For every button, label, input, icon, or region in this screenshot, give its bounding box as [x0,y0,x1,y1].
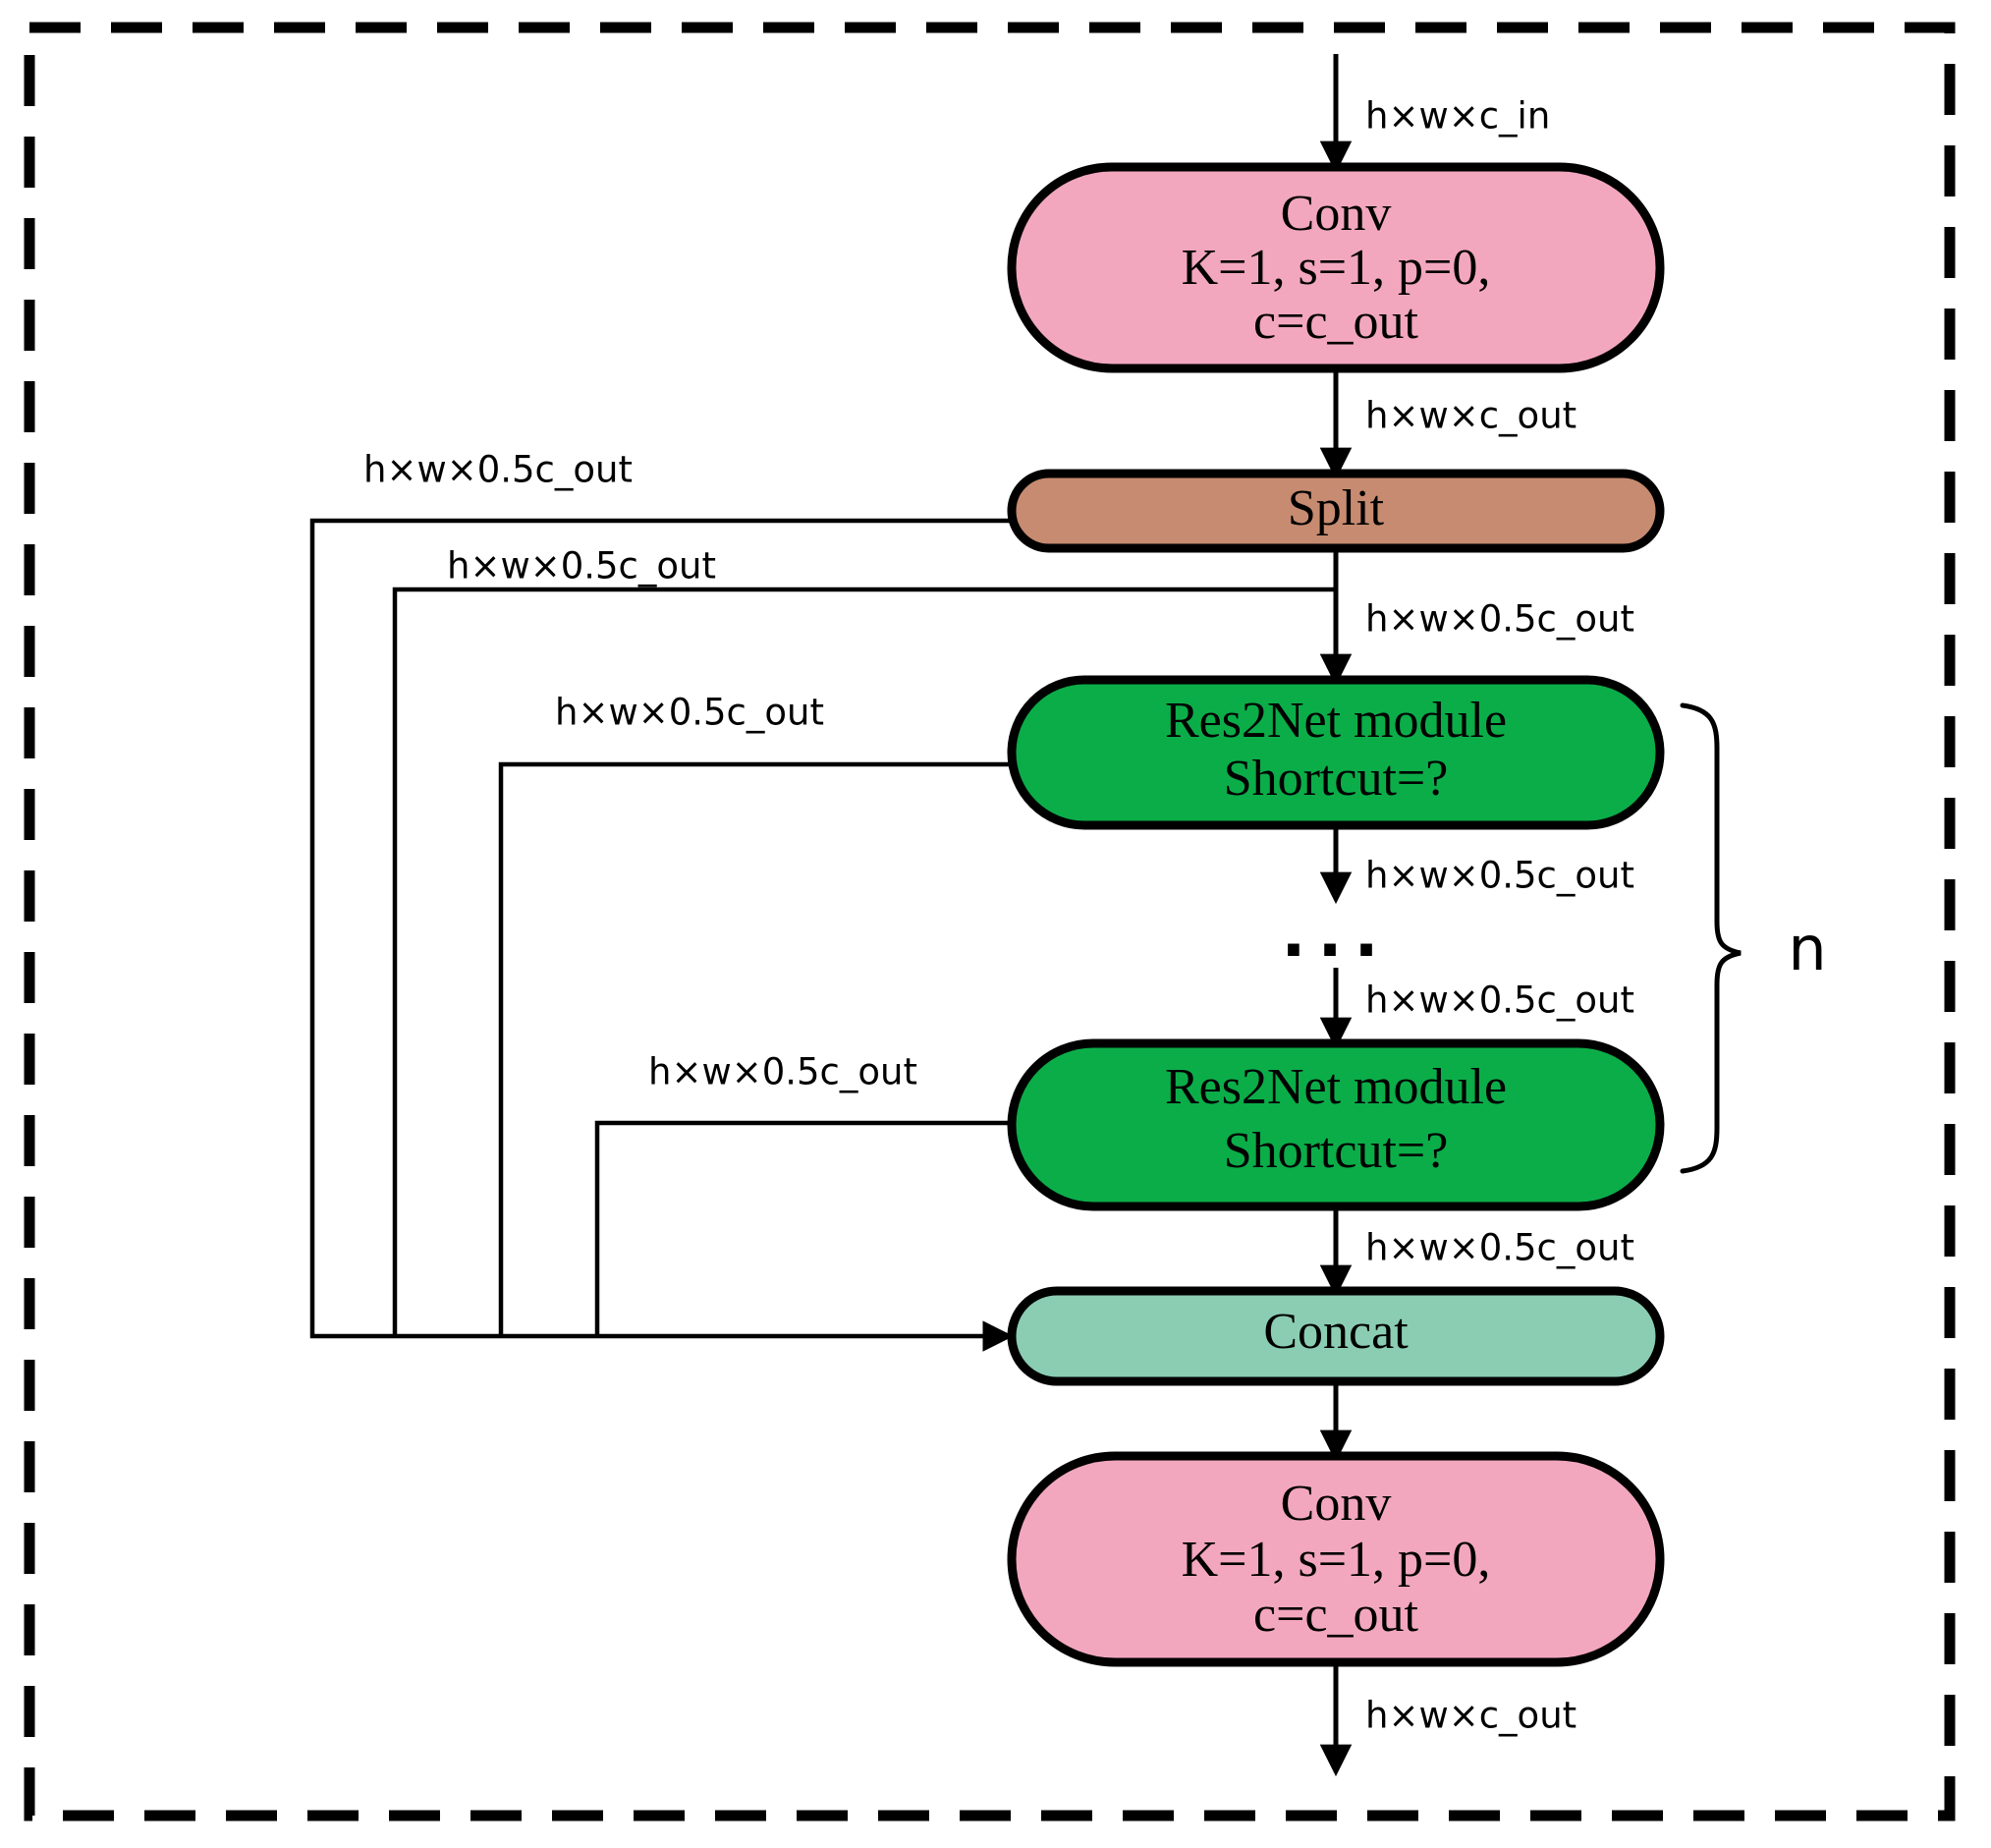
node-conv-bottom-line1: Conv [1281,1476,1392,1532]
repeat-count-label: n [1788,913,1826,984]
node-split-shape [1007,469,1665,553]
edge-label-skip-res2net-last: h×w×0.5c_out [648,1051,917,1093]
skip-connection-split-outer [309,518,1014,1352]
edge-label-conv-to-split: h×w×c_out [1365,395,1576,437]
node-conv-top-shape [1007,162,1665,373]
node-conv-top-line1: Conv [1281,186,1392,242]
skip-connection-res2net-last [594,1120,1012,1336]
ellipsis-label: ... [1281,896,1390,972]
node-res2net-last-line2: Shortcut=? [1224,1123,1449,1179]
node-split[interactable]: Split [1007,469,1665,553]
node-res2net-last-shape [1007,1038,1665,1211]
skip-connection-res2net-first [498,761,1012,1336]
node-concat-shape [1007,1286,1665,1386]
node-conv-top[interactable]: Conv K=1, s=1, p=0, c=c_out [1007,162,1665,373]
node-split-label: Split [1288,480,1385,536]
edge-label-dots-to-res2net: h×w×0.5c_out [1365,980,1634,1022]
node-concat[interactable]: Concat [1007,1286,1665,1386]
node-res2net-first[interactable]: Res2Net module Shortcut=? [1007,675,1665,830]
node-res2net-last-line1: Res2Net module [1165,1059,1507,1115]
edge-label-input: h×w×c_in [1365,95,1550,138]
edge-label-skip-split-outer: h×w×0.5c_out [363,449,633,491]
node-res2net-last[interactable]: Res2Net module Shortcut=? [1007,1038,1665,1211]
node-concat-label: Concat [1263,1304,1409,1360]
edge-label-split-to-res2net: h×w×0.5c_out [1365,598,1634,641]
outer-dashed-border [24,22,1956,1821]
edge-label-skip-res2net-first: h×w×0.5c_out [555,692,824,734]
node-conv-bottom[interactable]: Conv K=1, s=1, p=0, c=c_out [1007,1451,1665,1667]
node-res2net-first-line2: Shortcut=? [1224,751,1449,807]
node-conv-bottom-shape [1007,1451,1665,1667]
node-conv-top-line2: K=1, s=1, p=0, [1182,240,1491,296]
edge-label-res2net-to-dots: h×w×0.5c_out [1365,855,1634,897]
edge-label-output: h×w×c_out [1365,1695,1576,1737]
edge-label-res2net-to-concat: h×w×0.5c_out [1365,1227,1634,1269]
edge-label-skip-split-inner: h×w×0.5c_out [447,545,716,588]
node-res2net-first-line1: Res2Net module [1165,693,1507,749]
node-conv-bottom-line2: K=1, s=1, p=0, [1182,1532,1491,1588]
node-conv-bottom-line3: c=c_out [1253,1587,1418,1643]
repeat-brace [1680,702,1742,1174]
node-conv-top-line3: c=c_out [1253,294,1418,350]
skip-connection-split-inner [392,587,1334,1336]
node-res2net-first-shape [1007,675,1665,830]
